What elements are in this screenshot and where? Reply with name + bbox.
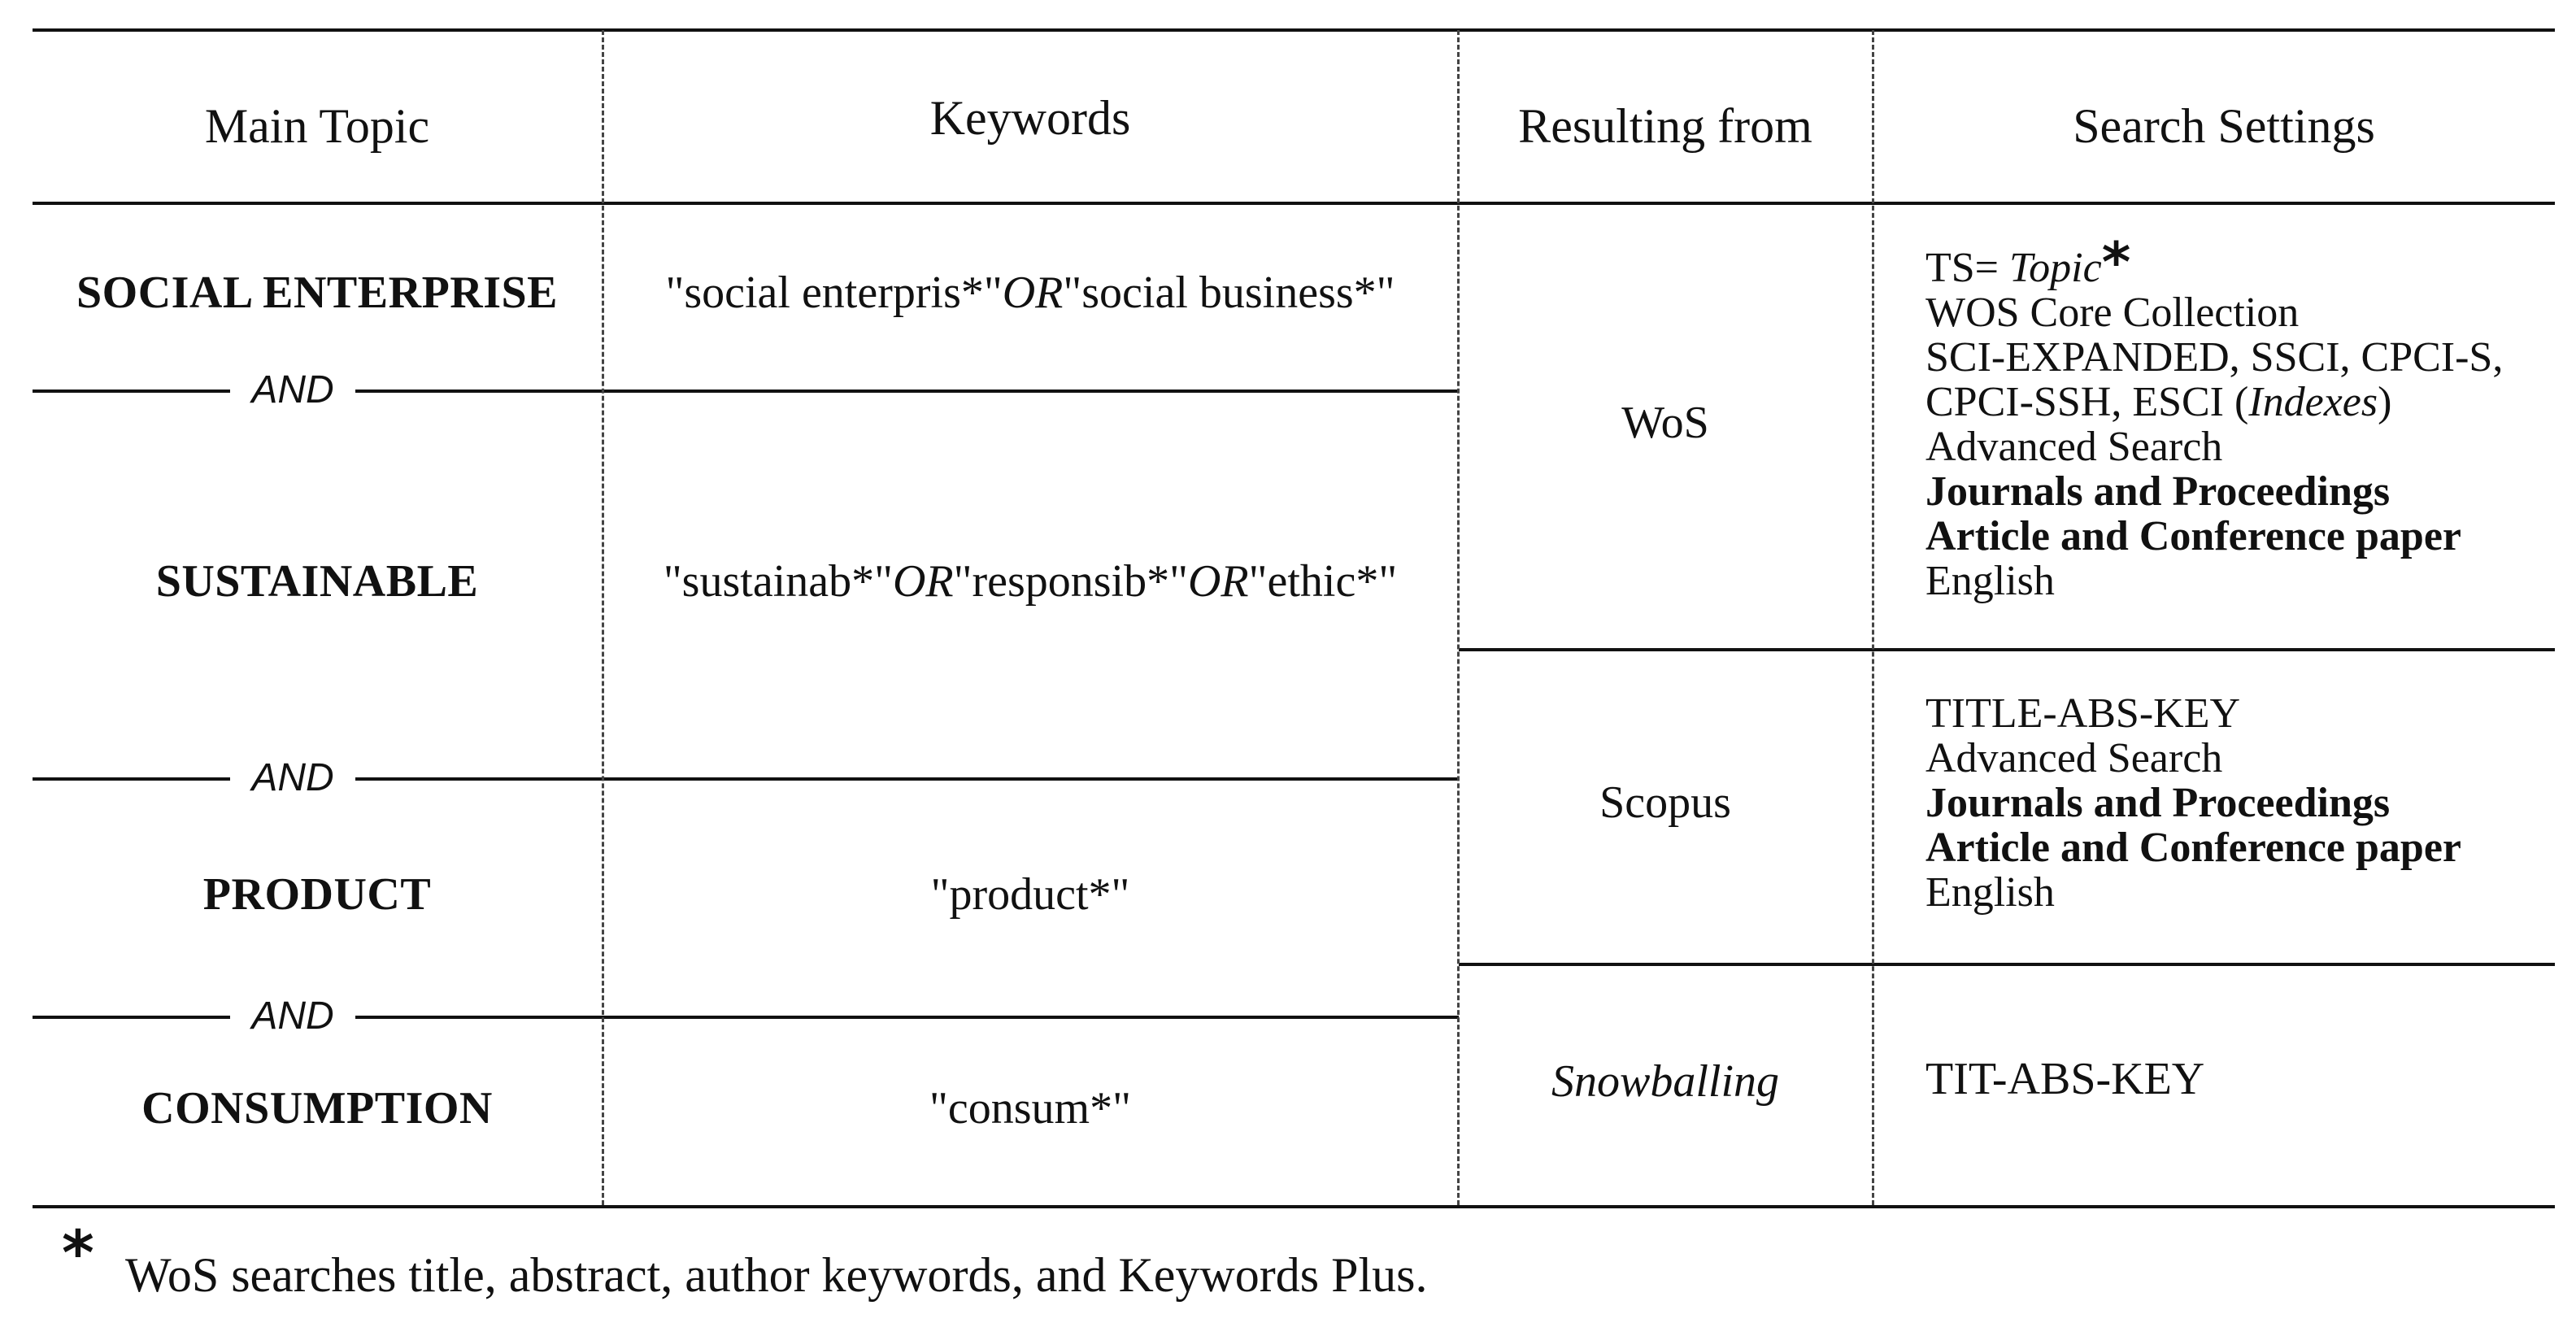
header-main-topic: Main Topic (204, 98, 430, 153)
and-rule-2 (33, 777, 1459, 781)
keywords-product: "product*" (930, 869, 1130, 920)
source-snowballing: Snowballing (1551, 1056, 1780, 1107)
wos-indexes-line2: CPCI-SSH, ESCI (Indexes) (1925, 379, 2392, 425)
header-keywords: Keywords (929, 90, 1131, 145)
source-wos: WoS (1621, 398, 1709, 448)
wos-collection: WOS Core Collection (1925, 289, 2300, 336)
header-resulting-from: Resulting from (1518, 98, 1812, 153)
keywords-sustainable: "sustainab*" OR "responsib*" OR "ethic*" (663, 556, 1398, 607)
wos-doc-types: Article and Conference paper (1925, 513, 2462, 559)
header-search-settings: Search Settings (2073, 98, 2375, 153)
scopus-doc-types: Article and Conference paper (1925, 825, 2462, 871)
footnote-text: WoS searches title, abstract, author key… (125, 1248, 1428, 1302)
scopus-search-type: Advanced Search (1925, 735, 2223, 781)
wos-search-type: Advanced Search (1925, 424, 2223, 470)
table-top-rule (33, 28, 2555, 32)
keywords-consumption: "consum*" (929, 1083, 1131, 1134)
table-bottom-rule (33, 1205, 2555, 1208)
scopus-language: English (1925, 869, 2055, 916)
wos-source-types: Journals and Proceedings (1925, 468, 2391, 515)
source-scopus: Scopus (1599, 777, 1731, 828)
column-divider-3 (1872, 30, 1874, 1205)
wos-ts-line: TS= Topic* (1925, 231, 2131, 295)
and-rule-3 (33, 1016, 1459, 1019)
topic-consumption: CONSUMPTION (141, 1083, 493, 1134)
topic-sustainable: SUSTAINABLE (155, 556, 479, 607)
source-rule-2 (1459, 963, 2555, 966)
wos-language: English (1925, 558, 2055, 604)
scopus-field: TITLE-ABS-KEY (1925, 690, 2241, 737)
wos-indexes-line1: SCI-EXPANDED, SSCI, CPCI-S, (1925, 334, 2504, 381)
header-bottom-rule (33, 202, 2555, 205)
column-divider-1 (602, 30, 604, 1205)
settings-snowballing: TIT-ABS-KEY (1925, 1054, 2205, 1104)
scopus-source-types: Journals and Proceedings (1925, 780, 2391, 826)
topic-product: PRODUCT (202, 869, 432, 920)
source-rule-1 (1459, 648, 2555, 651)
snowballing-field: TIT-ABS-KEY (1925, 1054, 2205, 1104)
topic-social-enterprise: SOCIAL ENTERPRISE (76, 268, 558, 318)
asterisk-icon: * (2101, 231, 2131, 295)
keywords-social-enterprise: "social enterpris*" OR "social business*… (665, 268, 1395, 318)
and-operator-2: AND (33, 753, 553, 802)
and-operator-1: AND (33, 365, 553, 414)
settings-wos: TS= Topic* WOS Core Collection SCI-EXPAN… (1925, 231, 2504, 604)
and-operator-3: AND (33, 991, 553, 1040)
footnote: * WoS searches title, abstract, author k… (62, 1216, 1428, 1303)
asterisk-icon: * (62, 1216, 94, 1289)
settings-scopus: TITLE-ABS-KEY Advanced Search Journals a… (1925, 691, 2461, 915)
column-divider-2 (1457, 30, 1460, 1205)
and-rule-1 (33, 390, 1459, 393)
